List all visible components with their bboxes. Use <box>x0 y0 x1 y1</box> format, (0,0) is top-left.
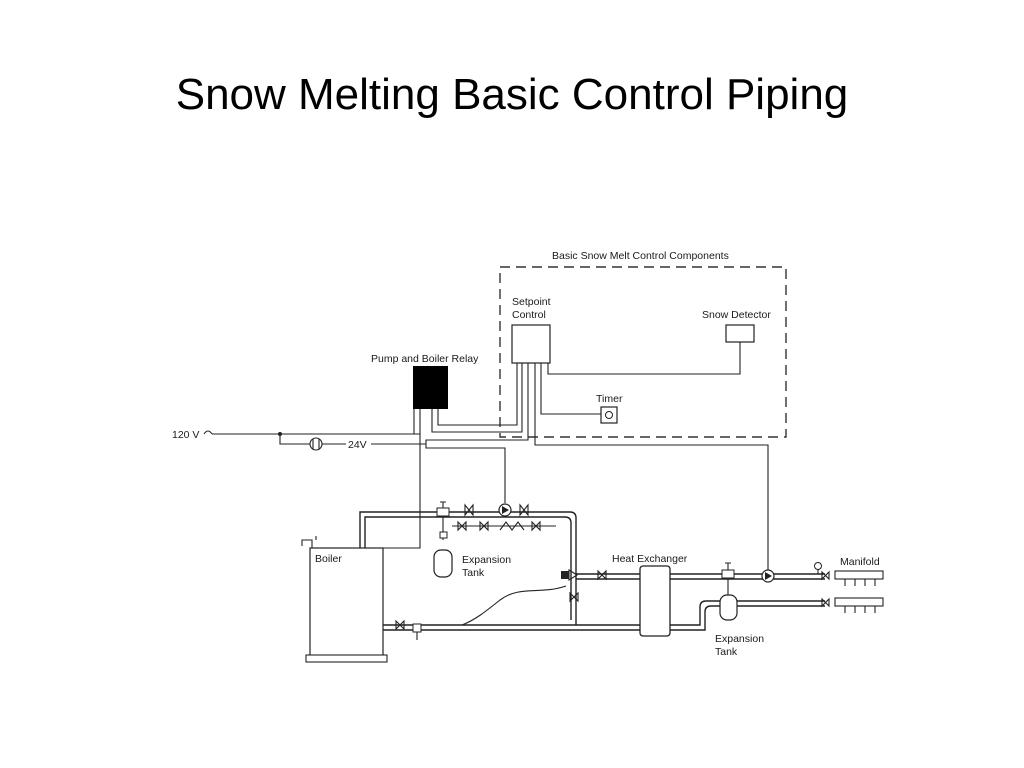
timer-wire <box>540 363 601 415</box>
supply-manifold <box>834 570 884 580</box>
pump-arrow-icon <box>502 506 509 514</box>
expansion-tank-1 <box>433 549 453 578</box>
hx-valve-icon <box>597 569 607 581</box>
fill-valve-icon-2 <box>531 520 541 532</box>
expansion-tank-1-line2: Tank <box>462 567 485 579</box>
setpoint-label-line2: Control <box>512 309 546 321</box>
transformer-icon <box>309 437 323 451</box>
boiler-return-valve-icon <box>395 619 405 631</box>
primary-supply-pipe <box>359 511 577 625</box>
relief-valve-icon <box>301 536 317 548</box>
snow-detector-box <box>725 324 755 343</box>
air-vent-icon <box>440 501 446 508</box>
manifold-valve-2-icon <box>821 597 830 608</box>
thermometer-icon <box>814 562 822 570</box>
mixing-actuator-icon <box>561 571 569 579</box>
relay-box <box>413 366 448 409</box>
secondary-return-pipe <box>670 600 825 626</box>
secondary-supply-pipe <box>670 573 825 580</box>
backflow-preventer-icon <box>499 521 525 531</box>
expansion-tank-2-line2: Tank <box>715 646 738 658</box>
slide-title: Snow Melting Basic Control Piping <box>175 70 849 119</box>
setpoint-control-label: Setpoint Control <box>512 296 553 321</box>
drain-valve-icon <box>412 623 422 633</box>
timer-dial-icon <box>605 411 613 419</box>
control-wire-4 <box>534 363 769 572</box>
boiler-label: Boiler <box>315 553 342 565</box>
air-separator-2-icon <box>721 569 735 579</box>
fill-valve-icon-1 <box>457 520 467 532</box>
manifold-label: Manifold <box>840 556 880 568</box>
snow-detector-label: Snow Detector <box>702 309 771 321</box>
ball-valve-icon-1 <box>464 503 474 517</box>
pressure-reducing-valve-icon <box>479 520 489 532</box>
tank-valve-icon <box>439 531 448 539</box>
bypass-valve-icon <box>569 591 579 603</box>
boiler-base <box>305 654 388 663</box>
snow-detector-wire <box>547 342 741 375</box>
expansion-tank-1-line1: Expansion <box>462 554 511 566</box>
components-box <box>499 266 787 438</box>
heat-exchanger-box <box>639 565 671 637</box>
expansion-tank-1-label: Expansion Tank <box>462 554 514 579</box>
air-vent-2-icon <box>725 562 731 570</box>
mixing-valve-icon <box>568 569 579 581</box>
relay-label: Pump and Boiler Relay <box>371 353 479 365</box>
timer-label: Timer <box>596 393 623 405</box>
return-manifold <box>834 597 884 607</box>
expansion-tank-2-line1: Expansion <box>715 633 764 645</box>
expansion-tank-2-label: Expansion Tank <box>715 633 767 658</box>
manifold-valve-1-icon <box>821 570 830 581</box>
ball-valve-icon-2 <box>519 503 529 517</box>
voltage-120-label: 120 V <box>172 429 199 441</box>
return-manifold-loops <box>844 606 876 613</box>
components-box-label: Basic Snow Melt Control Components <box>552 250 729 262</box>
supply-manifold-loops <box>844 579 876 586</box>
expansion-tank-2 <box>719 594 738 621</box>
timer-box <box>600 406 618 424</box>
setpoint-control-box <box>511 324 551 364</box>
setpoint-label-line1: Setpoint <box>512 296 551 308</box>
voltage-24-label: 24V <box>348 439 367 451</box>
transformer-feed <box>279 434 310 445</box>
secondary-pump-arrow-icon <box>765 572 772 580</box>
sensor-wire <box>461 585 567 626</box>
boiler-box <box>309 547 384 661</box>
control-wire-1 <box>437 363 518 426</box>
relay-boiler-wire <box>383 409 421 549</box>
transformer-coil-icon <box>312 439 320 449</box>
heat-exchanger-label: Heat Exchanger <box>612 553 688 565</box>
secondary-return-pipe-inner <box>670 605 825 631</box>
air-separator-icon <box>436 507 450 517</box>
plug-120-icon <box>203 430 213 435</box>
hx-primary-supply <box>576 573 640 580</box>
primary-supply-pipe-inner <box>364 516 572 620</box>
control-wire-2 <box>431 363 523 433</box>
